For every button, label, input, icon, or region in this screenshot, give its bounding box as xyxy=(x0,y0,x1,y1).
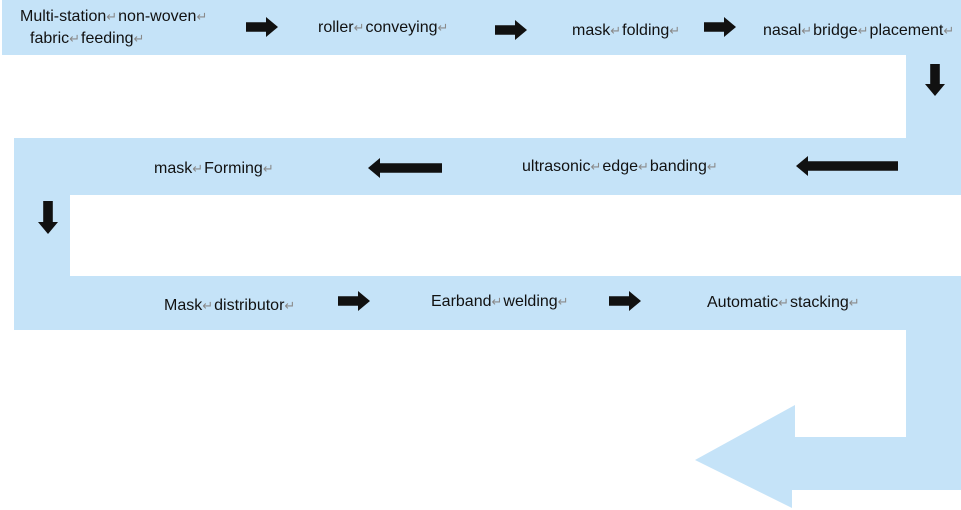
step-label-line: mask↵Forming↵ xyxy=(154,158,275,180)
step-word: distributor xyxy=(214,297,285,314)
step-label-line: Multi-station↵non-woven↵ xyxy=(20,6,208,28)
arrow-path xyxy=(368,158,442,178)
step-word: edge xyxy=(602,158,638,175)
step-label-line: Mask↵distributor↵ xyxy=(164,295,296,317)
step-word: roller xyxy=(318,19,354,36)
arrow-path xyxy=(704,17,736,37)
paragraph-mark: ↵ xyxy=(637,159,649,174)
arrow-shape xyxy=(704,17,736,37)
flow-band-row-3 xyxy=(14,276,961,330)
flow-band-row-2 xyxy=(14,138,961,276)
arrow-down-icon xyxy=(925,64,945,96)
paragraph-mark: ↵ xyxy=(943,23,955,38)
paragraph-mark: ↵ xyxy=(557,294,569,309)
arrow-right-icon xyxy=(495,20,527,40)
paragraph-mark: ↵ xyxy=(196,9,208,24)
flow-band-row-1 xyxy=(2,0,961,138)
paragraph-mark: ↵ xyxy=(590,159,602,174)
step-label-line: ultrasonic↵edge↵banding↵ xyxy=(522,156,719,178)
arrow-shape xyxy=(609,291,641,311)
arrow-shape xyxy=(246,17,278,37)
step-word: Multi-station xyxy=(20,8,107,25)
paragraph-mark: ↵ xyxy=(669,23,681,38)
paragraph-mark: ↵ xyxy=(353,20,365,35)
arrow-left-icon xyxy=(796,156,898,176)
arrow-shape xyxy=(38,201,58,234)
step-nasal-bridge-placement: nasal↵bridge↵placement↵ xyxy=(763,20,955,42)
arrow-shape xyxy=(925,64,945,96)
arrow-shape xyxy=(495,20,527,40)
step-label-line: nasal↵bridge↵placement↵ xyxy=(763,20,955,42)
paragraph-mark: ↵ xyxy=(284,298,296,313)
step-label-line: Automatic↵stacking↵ xyxy=(707,292,861,314)
step-word: banding xyxy=(649,158,707,175)
paragraph-mark: ↵ xyxy=(857,23,869,38)
paragraph-mark: ↵ xyxy=(491,294,503,309)
arrow-left-icon xyxy=(368,158,442,178)
step-label-line: fabric↵feeding↵ xyxy=(20,28,208,50)
arrow-path xyxy=(495,20,527,40)
paragraph-mark: ↵ xyxy=(610,23,622,38)
step-mask-folding: mask↵folding↵ xyxy=(572,20,681,42)
step-word: ultrasonic xyxy=(522,158,591,175)
paragraph-mark: ↵ xyxy=(192,161,204,176)
step-mask-forming: mask↵Forming↵ xyxy=(154,158,275,180)
step-word: conveying xyxy=(365,19,438,36)
arrow-path xyxy=(246,17,278,37)
arrow-path xyxy=(796,156,898,176)
step-mask-distributor: Mask↵distributor↵ xyxy=(164,295,296,317)
arrow-down-icon xyxy=(38,201,58,234)
arrow-right-icon xyxy=(609,291,641,311)
paragraph-mark: ↵ xyxy=(801,23,813,38)
step-word: Earband xyxy=(431,293,492,310)
step-word: Mask xyxy=(164,297,203,314)
paragraph-mark: ↵ xyxy=(848,295,860,310)
flow-band-output-arrow xyxy=(695,330,961,508)
step-word: stacking xyxy=(790,294,849,311)
step-automatic-stacking: Automatic↵stacking↵ xyxy=(707,292,861,314)
paragraph-mark: ↵ xyxy=(262,161,274,176)
arrow-shape xyxy=(368,158,442,178)
step-word: Automatic xyxy=(707,294,779,311)
paragraph-mark: ↵ xyxy=(133,31,145,46)
arrow-path xyxy=(338,291,370,311)
step-word: bridge xyxy=(813,22,858,39)
arrow-shape xyxy=(338,291,370,311)
arrow-path xyxy=(38,201,58,234)
step-word: placement xyxy=(869,22,944,39)
paragraph-mark: ↵ xyxy=(437,20,449,35)
step-multi-station-feeding: Multi-station↵non-woven↵fabric↵feeding↵ xyxy=(20,6,208,50)
step-roller-conveying: roller↵conveying↵ xyxy=(318,17,449,39)
arrow-right-icon xyxy=(338,291,370,311)
arrow-right-icon xyxy=(246,17,278,37)
paragraph-mark: ↵ xyxy=(202,298,214,313)
arrow-path xyxy=(925,64,945,96)
paragraph-mark: ↵ xyxy=(106,9,118,24)
step-earband-welding: Earband↵welding↵ xyxy=(431,291,570,313)
step-word: folding xyxy=(622,22,670,39)
step-label-line: roller↵conveying↵ xyxy=(318,17,449,39)
step-ultrasonic-edge-banding: ultrasonic↵edge↵banding↵ xyxy=(522,156,719,178)
step-label-line: Earband↵welding↵ xyxy=(431,291,570,313)
step-word: fabric xyxy=(30,30,70,47)
step-word: mask xyxy=(572,22,611,39)
step-word: mask xyxy=(154,160,193,177)
step-word: feeding xyxy=(81,30,134,47)
paragraph-mark: ↵ xyxy=(69,31,81,46)
step-word: non-woven xyxy=(118,8,197,25)
paragraph-mark: ↵ xyxy=(706,159,718,174)
arrow-right-icon xyxy=(704,17,736,37)
arrow-path xyxy=(609,291,641,311)
arrow-shape xyxy=(796,156,898,176)
paragraph-mark: ↵ xyxy=(778,295,790,310)
step-label-line: mask↵folding↵ xyxy=(572,20,681,42)
step-word: Forming xyxy=(204,160,263,177)
step-word: welding xyxy=(503,293,558,310)
step-word: nasal xyxy=(763,22,802,39)
